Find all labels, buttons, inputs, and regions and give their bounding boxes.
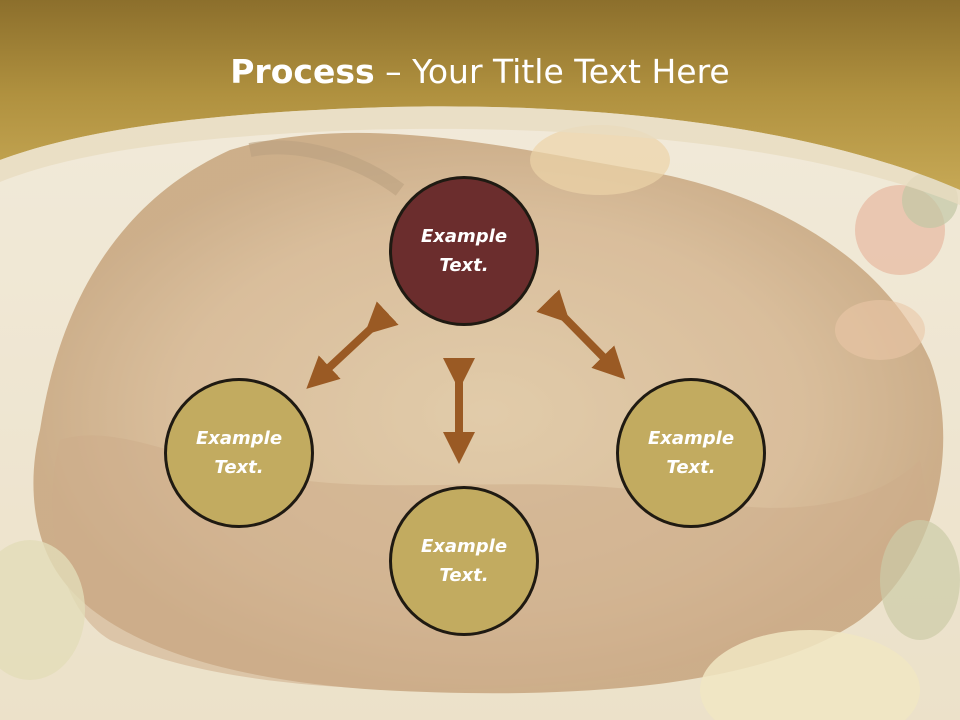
title-bold: Process	[230, 52, 375, 91]
slide-title: Process – Your Title Text Here	[0, 52, 960, 91]
title-rest: – Your Title Text Here	[374, 52, 730, 91]
